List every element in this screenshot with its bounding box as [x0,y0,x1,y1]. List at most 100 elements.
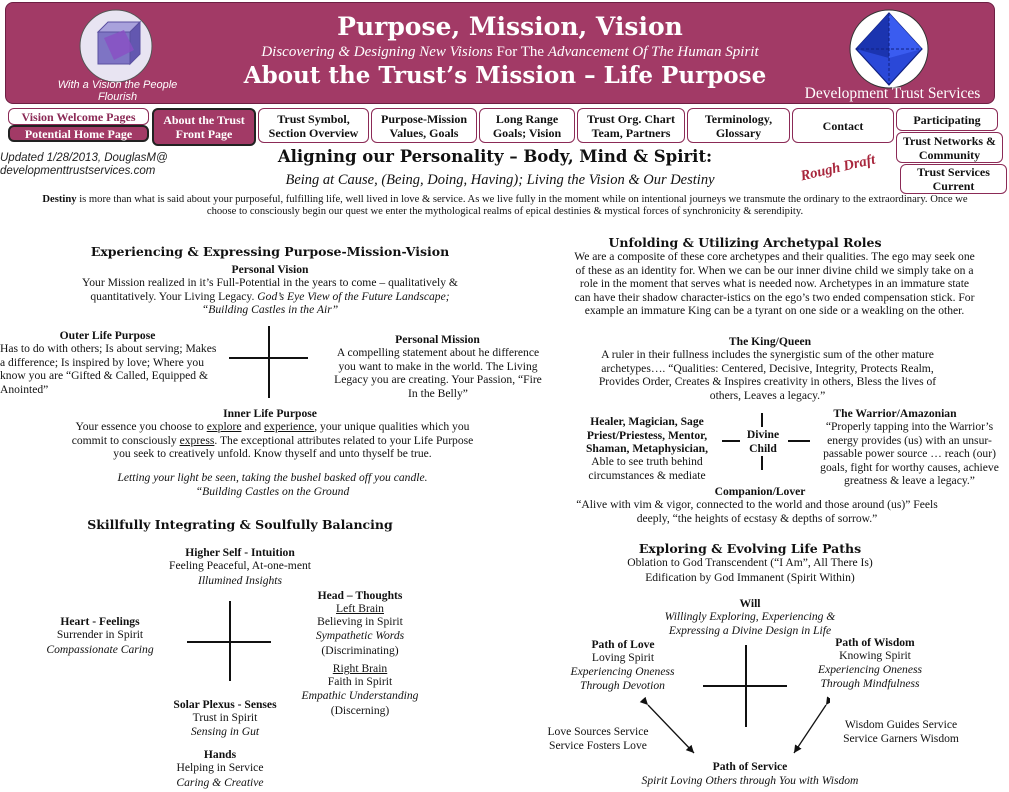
higher-self-title: Higher Self - Intuition [185,546,295,559]
solar-plexus-italic: Sensing in Gut [190,725,260,738]
cross-horizontal [229,357,308,359]
cross-horizontal [187,641,271,643]
tagline-for: For The [496,44,545,60]
right-brain-label: Right Brain [332,662,388,675]
divine-line-top [761,413,763,427]
will-title: Will [739,597,761,610]
destiny-text: is more than what is said about your pur… [76,194,968,217]
nav-potential-home-page[interactable]: Potential Home Page [8,125,149,142]
right-brain-text: Faith in Spirit [327,675,393,688]
nav-contact[interactable]: Contact [792,108,894,143]
healer-text: Able to see truth behind circumstances &… [588,455,706,482]
personal-mission-text: A compelling statement about he differen… [334,346,542,400]
rough-draft-label: Rough Draft [799,151,877,185]
inner-text: . The exceptional attributes related to … [113,433,474,461]
right-brain-note: (Discerning) [330,704,390,717]
archetypes-intro: We are a composite of these core archety… [574,250,975,317]
nav-terminology-glossary[interactable]: Terminology, Glossary [687,108,790,143]
healer-title: Healer, Magician, Sage Priest/Priestess,… [585,415,709,455]
org-name: Development Trust Services [804,85,981,102]
path-of-love-italic: Experiencing Oneness Through Devotion [570,665,675,692]
outer-purpose-text: Has to do with others; Is about serving;… [0,342,217,396]
nav-trust-org-chart[interactable]: Trust Org. Chart Team, Partners [577,108,685,143]
king-queen-title: The King/Queen [728,335,812,348]
divine-line-right [788,440,810,442]
path-of-wisdom-text: Knowing Spirit [839,649,911,662]
wisdom-service-arrow [793,696,830,754]
left-brain-italic: Sympathetic Words [315,629,405,642]
divine-line-bottom [761,456,763,470]
right-brain-italic: Empathic Understanding [301,689,419,702]
warrior-text: “Properly tapping into the Warrior’s ene… [820,420,999,487]
nav-trust-networks[interactable]: Trust Networks & Community [896,132,1003,163]
left-brain-note: (Discriminating) [321,644,399,657]
archetypes-heading: Unfolding & Utilizing Archetypal Roles [608,235,882,250]
higher-self-italic: Illumined Insights [197,574,283,587]
inner-text: , your unique qualities which you commit… [71,420,470,447]
page-title: Purpose, Mission, Vision [337,12,683,41]
outer-purpose-title: Outer Life Purpose [59,329,156,342]
left-brain-label: Left Brain [336,602,384,615]
path-of-service-title: Path of Service [712,760,788,773]
page-tagline: Discovering & Designing New Visions For … [210,44,810,61]
path-of-wisdom-italic: Experiencing Oneness Through Mindfulness [818,663,922,690]
nav-vision-welcome-pages[interactable]: Vision Welcome Pages [8,108,149,125]
logo-caption: With a Vision the People Flourish [57,79,178,103]
nav-long-range-goals[interactable]: Long Range Goals; Vision [479,108,575,143]
personal-mission-title: Personal Mission [395,333,480,346]
heart-title: Heart - Feelings [60,615,140,628]
life-paths-heading: Exploring & Evolving Life Paths [638,541,862,556]
king-queen-text: A ruler in their fullness includes the s… [598,348,937,402]
solar-plexus-title: Solar Plexus - Senses [173,698,277,711]
path-arrows [639,696,830,754]
inner-purpose-italic: Letting your light be seen, taking the b… [117,471,428,498]
vision-text: Your Mission realized in it’s Full-Poten… [82,276,458,303]
nav-trust-services-current[interactable]: Trust Services Current [900,164,1007,194]
header-banner [5,2,995,104]
destiny-paragraph: Destiny is more than what is said about … [30,194,980,218]
inner-purpose-title: Inner Life Purpose [223,407,317,420]
companion-title: Companion/Lover [714,485,806,498]
inner-purpose-text: Your essence you choose to explore and e… [70,420,475,461]
heart-italic: Compassionate Caring [46,643,154,656]
divine-line-left [722,440,740,442]
path-of-service-italic: Spirit Loving Others through You with Wi… [641,774,859,787]
warrior-title: The Warrior/Amazonian [833,407,957,420]
inner-express: express [179,433,215,447]
tagline-part: Advancement Of The Human Spirit [547,44,759,60]
vision-italic: God’s Eye View of the Future Landscape; … [201,289,450,317]
page-heading: Aligning our Personality – Body, Mind & … [277,147,713,166]
integrating-heading: Skillfully Integrating & Soulfully Balan… [87,517,393,532]
personal-vision-title: Personal Vision [231,263,309,276]
life-paths-line-1: Oblation to God Transcendent (“I Am”, Al… [627,556,873,569]
updated-note: Updated 1/28/2013, DouglasM@ development… [0,152,168,177]
head-title: Head – Thoughts [317,589,403,602]
destiny-lead: Destiny [42,194,77,205]
life-paths-line-2: Edification by God Immanent (Spirit With… [645,571,855,584]
nav-about-the-trust[interactable]: About the Trust Front Page [152,108,256,146]
will-text: Willingly Exploring, Experiencing & Expr… [664,610,836,637]
love-service-arrow [639,696,695,754]
personal-vision-text: Your Mission realized in it’s Full-Poten… [75,276,465,317]
cube-in-circle-icon [79,9,153,83]
heart-text: Surrender in Spirit [56,628,144,641]
wisdom-guides-service: Wisdom Guides Service Service Garners Wi… [843,718,959,745]
nav-purpose-mission[interactable]: Purpose-Mission Values, Goals [371,108,477,143]
solar-plexus-text: Trust in Spirit [192,711,258,724]
hands-title: Hands [203,748,237,761]
experiencing-heading: Experiencing & Expressing Purpose-Missio… [90,244,450,259]
tagline-part: Discovering & Designing New Visions [261,44,493,60]
inner-text: and [241,420,265,433]
love-sources-service: Love Sources Service Service Fosters Lov… [547,725,649,752]
nav-trust-symbol[interactable]: Trust Symbol, Section Overview [258,108,369,143]
higher-self-text: Feeling Peaceful, At-one-ment [169,559,311,572]
left-brain-text: Believing in Spirit [317,615,403,628]
companion-text: “Alive with vim & vigor, connected to th… [576,498,938,525]
page-subheading: Being at Cause, (Being, Doing, Having); … [285,172,715,188]
path-of-love-title: Path of Love [591,638,655,651]
divine-child-label: Divine Child [746,428,780,455]
nav-participating[interactable]: Participating [896,108,998,131]
inner-explore: explore [206,420,242,433]
octahedron-in-circle-icon [849,9,929,89]
path-of-wisdom-title: Path of Wisdom [835,636,915,649]
